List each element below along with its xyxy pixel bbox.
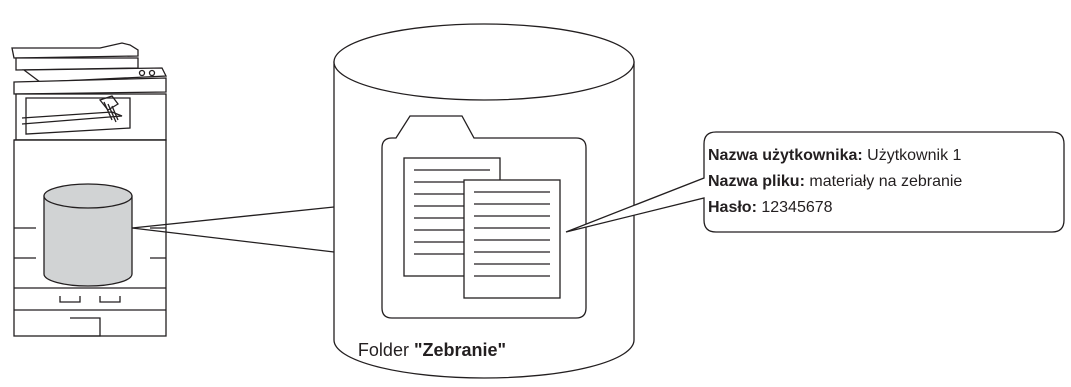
callout-bubble — [565, 131, 1065, 233]
password-label: Hasło: — [708, 199, 757, 216]
folder-label: Folder "Zebranie" — [332, 340, 532, 361]
user-row: Nazwa użytkownika: Użytkownik 1 — [708, 143, 1068, 169]
filename-row: Nazwa pliku: materiały na zebranie — [708, 169, 1068, 195]
document-icon-front — [463, 179, 561, 299]
user-value: Użytkownik 1 — [867, 147, 962, 164]
zoom-connector — [131, 206, 335, 253]
folder-label-prefix: Folder — [357, 340, 409, 360]
password-row: Hasło: 12345678 — [708, 195, 1068, 221]
user-label: Nazwa użytkownika: — [708, 147, 863, 164]
filename-value: materiały na zebranie — [809, 173, 963, 190]
password-value: 12345678 — [761, 199, 833, 216]
printer-storage-icon — [43, 183, 133, 287]
folder-name: "Zebranie" — [413, 340, 507, 360]
filename-label: Nazwa pliku: — [708, 173, 805, 190]
file-info-callout: Nazwa użytkownika: Użytkownik 1 Nazwa pl… — [708, 143, 1068, 221]
